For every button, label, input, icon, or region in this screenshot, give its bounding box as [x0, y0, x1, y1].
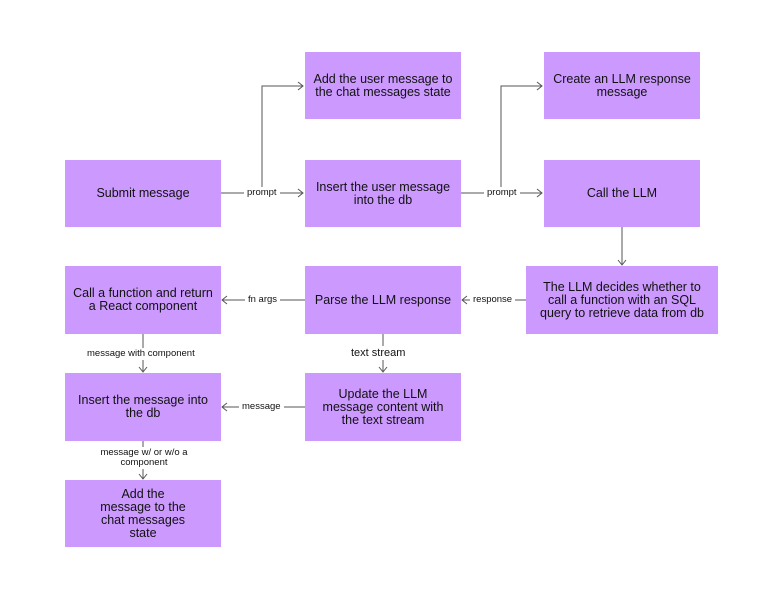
arrowhead	[536, 188, 543, 198]
node-insert-message-db: Insert the message into the db	[65, 373, 221, 441]
edge-label-message-w-wo-component: message w/ or w/o a component	[91, 447, 197, 469]
edge-label-message-with-component: message with component	[84, 348, 198, 360]
edge-label-prompt-2: prompt	[484, 187, 520, 199]
node-llm-decides: The LLM decides whether to call a functi…	[526, 266, 718, 334]
arrowhead	[297, 188, 304, 198]
node-insert-user-message-db: Insert the user message into the db	[305, 160, 461, 227]
arrowhead	[461, 295, 468, 305]
node-update-message-content: Update the LLM message content with the …	[305, 373, 461, 441]
node-parse-llm-response: Parse the LLM response	[305, 266, 461, 334]
edge-label-prompt-1: prompt	[244, 187, 280, 199]
node-add-message-state: Add the message to the chat messages sta…	[65, 480, 221, 547]
edge-label-message: message	[239, 401, 284, 413]
node-add-user-message-state: Add the user message to the chat message…	[305, 52, 461, 119]
edge-branch-to-create-llm	[500, 85, 542, 193]
arrowhead	[378, 366, 388, 373]
node-submit-message: Submit message	[65, 160, 221, 227]
arrowhead	[138, 366, 148, 373]
arrowhead	[297, 81, 304, 91]
node-call-function: Call a function and return a React compo…	[65, 266, 221, 334]
edge-label-fn-args: fn args	[245, 294, 281, 306]
arrowhead	[138, 473, 148, 480]
edge-label-text-stream: text stream	[348, 346, 409, 360]
arrowhead	[221, 402, 228, 412]
edge-branch-to-add-user	[261, 85, 303, 193]
arrowhead	[221, 295, 228, 305]
node-call-llm: Call the LLM	[544, 160, 700, 227]
node-create-llm-response: Create an LLM response message	[544, 52, 700, 119]
arrowhead	[617, 259, 627, 266]
arrowhead	[536, 81, 543, 91]
edge-label-response: response	[470, 294, 516, 306]
